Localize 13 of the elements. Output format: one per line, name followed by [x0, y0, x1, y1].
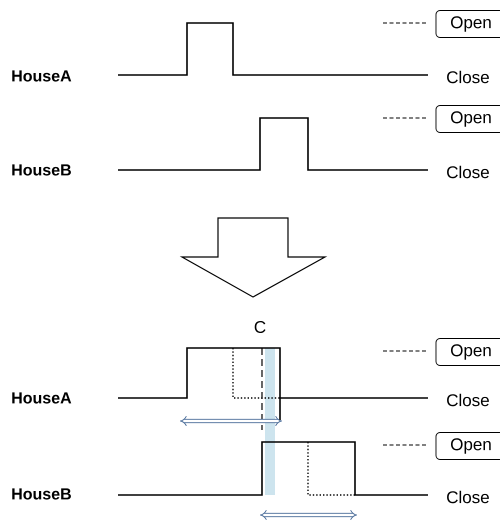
- state-box: Open: [436, 105, 500, 133]
- state-box: Open: [436, 432, 500, 460]
- state-label: Close: [447, 166, 489, 178]
- state-label: Close: [447, 490, 489, 504]
- point-label: C: [254, 320, 266, 334]
- state-box: Open: [436, 10, 500, 38]
- state-label: Close: [447, 394, 489, 406]
- house-label: HouseA: [12, 70, 72, 82]
- house-label: HouseB: [12, 488, 71, 500]
- house-label: HouseB: [12, 164, 71, 176]
- state-box: Open: [436, 338, 500, 366]
- house-label: HouseA: [12, 392, 72, 404]
- state-label: Close: [447, 70, 489, 84]
